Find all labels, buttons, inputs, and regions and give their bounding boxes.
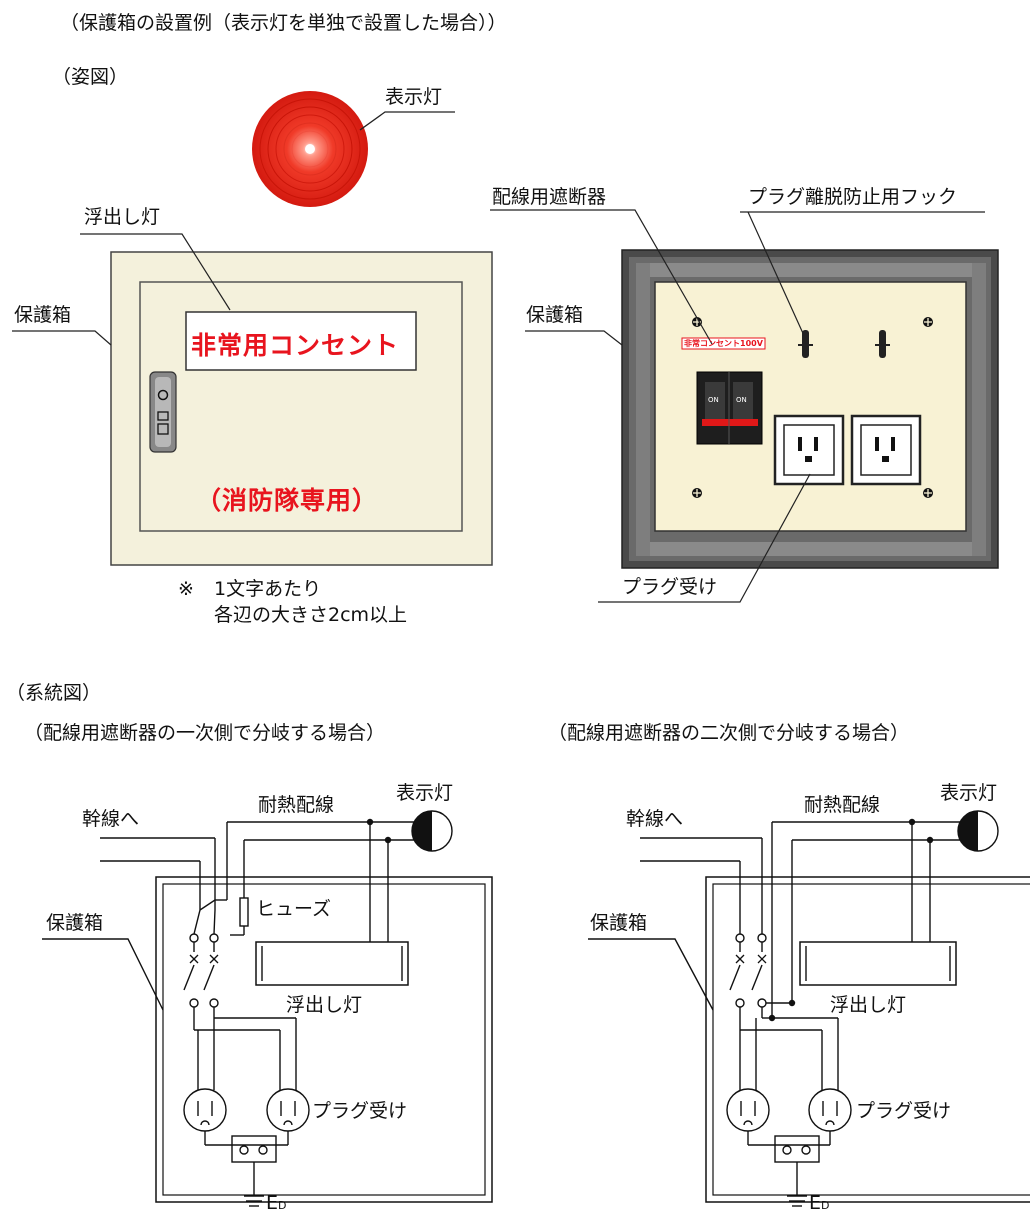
left-box-label: 保護箱 xyxy=(14,304,72,326)
right-float-light-label: 浮出し灯 xyxy=(830,994,907,1016)
indicator-lamp-label: 表示灯 xyxy=(385,86,443,108)
protection-box-front xyxy=(110,251,493,566)
left-lamp-label: 表示灯 xyxy=(396,782,454,804)
protection-box-interior xyxy=(621,249,999,569)
right-trunk-label: 幹線へ xyxy=(626,808,684,830)
indicator-lamp-graphic xyxy=(252,91,368,207)
right-schematic-box-label: 保護箱 xyxy=(590,912,648,934)
note-line2: 各辺の大きさ2cm以上 xyxy=(214,604,408,626)
left-lamp-symbol xyxy=(412,811,432,851)
left-schematic-box-label: 保護箱 xyxy=(46,912,104,934)
hook-label: プラグ離脱防止用フック xyxy=(748,186,958,208)
receptacle-label: プラグ受け xyxy=(622,576,718,598)
float-light-label: 浮出し灯 xyxy=(84,206,161,228)
right-lamp-label: 表示灯 xyxy=(940,782,998,804)
left-schematic-title: （配線用遮断器の一次側で分岐する場合） xyxy=(24,722,386,744)
left-trunk-label: 幹線へ xyxy=(82,808,140,830)
right-receptacle-label: プラグ受け xyxy=(856,1100,952,1122)
right-schematic-drawing xyxy=(588,810,1030,1207)
float-light-leader xyxy=(80,233,231,311)
system-label: （系統図） xyxy=(6,682,102,704)
hook-leader xyxy=(747,211,807,341)
receptacle-leader xyxy=(598,473,811,603)
view-label: （姿図） xyxy=(52,66,129,88)
right-box-label: 保護箱 xyxy=(526,304,584,326)
right-lamp-symbol xyxy=(958,811,978,851)
page-heading: （保護箱の設置例（表示灯を単独で設置した場合）） xyxy=(60,12,507,34)
right-ground-label: ED xyxy=(809,1192,830,1214)
left-float-light-label: 浮出し灯 xyxy=(286,994,363,1016)
breaker-label: 配線用遮断器 xyxy=(492,186,607,208)
breaker-leader xyxy=(490,209,713,345)
fuse-label: ヒューズ xyxy=(256,898,332,920)
left-heat-wire-label: 耐熱配線 xyxy=(258,794,335,816)
left-receptacle-label: プラグ受け xyxy=(312,1100,408,1122)
left-box-leader xyxy=(12,330,112,346)
right-box-leader xyxy=(525,330,623,346)
note-line1: 1文字あたり xyxy=(214,578,322,600)
lamp-leader-line xyxy=(359,111,455,131)
breaker-on-label-left: ON xyxy=(708,396,719,404)
note-mark: ※ xyxy=(178,578,194,600)
left-ground-label: ED xyxy=(266,1192,287,1214)
emergency-outlet-sign: 非常用コンセント xyxy=(191,331,400,360)
breaker-plate-text: 非常コンセント100V xyxy=(684,339,763,348)
right-schematic-title: （配線用遮断器の二次側で分岐する場合） xyxy=(548,722,910,744)
breaker-on-label-right: ON xyxy=(736,396,747,404)
right-heat-wire-label: 耐熱配線 xyxy=(804,794,881,816)
fire-dept-only-text: （消防隊専用） xyxy=(196,486,379,515)
left-schematic-drawing xyxy=(42,810,493,1207)
